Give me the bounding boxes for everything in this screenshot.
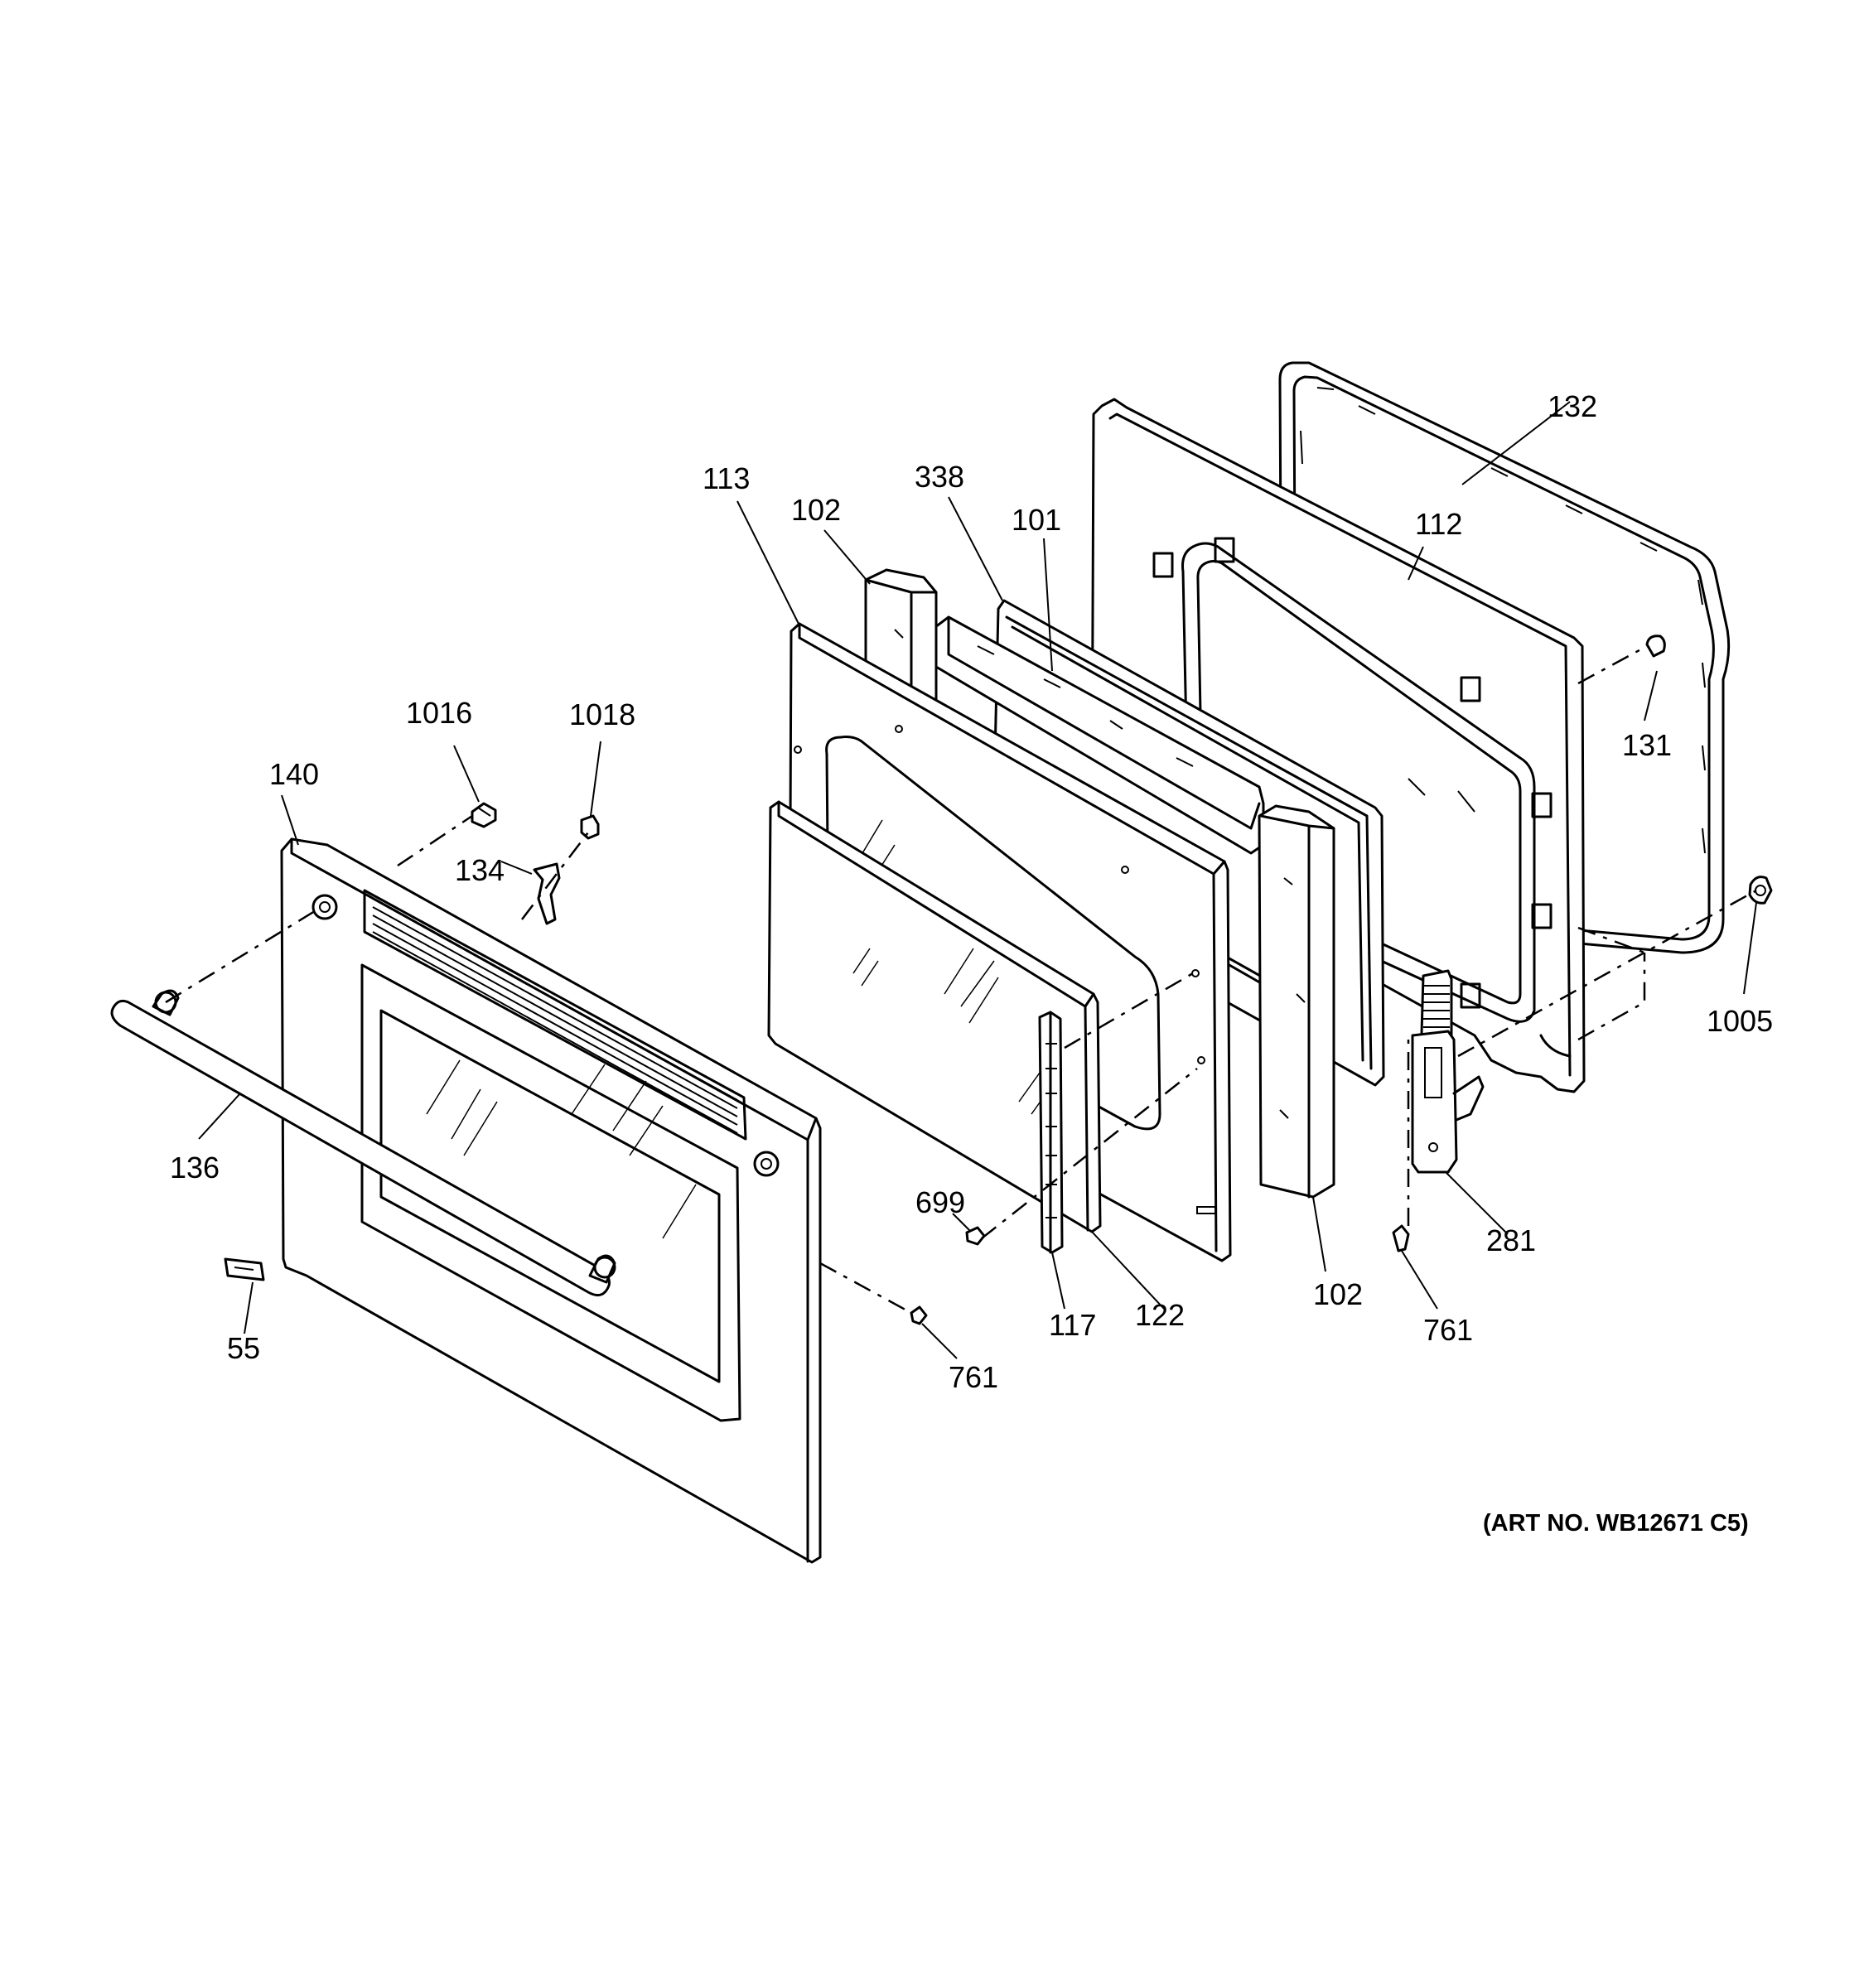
- label-122: 122: [1135, 1298, 1185, 1332]
- door-handle-136: [110, 989, 616, 1297]
- hinge-281: [1411, 969, 1485, 1174]
- inner-door-panel-112: [1090, 398, 1586, 1093]
- label-281: 281: [1486, 1223, 1536, 1257]
- screw-761-left: [910, 1305, 928, 1325]
- label-113: 113: [703, 461, 750, 495]
- label-761-left: 761: [949, 1360, 998, 1394]
- label-1018: 1018: [569, 697, 635, 731]
- label-131: 131: [1622, 728, 1672, 762]
- screw-699: [965, 1226, 986, 1246]
- label-761-right: 761: [1423, 1313, 1473, 1347]
- label-132: 132: [1548, 389, 1597, 423]
- alignment-lines: [165, 644, 1757, 1315]
- screw-1018: [580, 814, 600, 840]
- clip-134: [533, 862, 561, 925]
- outer-door-panel-140: [280, 837, 822, 1564]
- plug-131: [1645, 635, 1666, 658]
- art-number: (ART NO. WB12671 C5): [1483, 1510, 1749, 1537]
- screw-761-right: [1392, 1224, 1410, 1252]
- part-labels: 132 113 102 338 101 112 131 1016 1018 14…: [170, 389, 1773, 1537]
- label-55: 55: [227, 1331, 260, 1365]
- label-102-bottom: 102: [1313, 1277, 1363, 1311]
- label-101: 101: [1012, 503, 1061, 537]
- inner-glass-122: [767, 800, 1102, 1233]
- hinge-channel-117: [1038, 1011, 1064, 1254]
- plug-1005: [1748, 876, 1773, 905]
- label-140: 140: [269, 757, 319, 791]
- label-134: 134: [455, 853, 505, 887]
- insulation-strip-102-right: [1258, 804, 1335, 1199]
- label-112: 112: [1415, 507, 1462, 541]
- badge-55: [224, 1257, 265, 1281]
- label-117: 117: [1049, 1308, 1096, 1342]
- leader-lines: [198, 401, 1757, 1359]
- label-102-top: 102: [791, 493, 841, 527]
- label-136: 136: [170, 1151, 220, 1185]
- label-699: 699: [915, 1185, 965, 1219]
- label-338: 338: [915, 460, 964, 494]
- label-1005: 1005: [1707, 1004, 1773, 1038]
- screw-1016: [471, 802, 497, 828]
- label-1016: 1016: [406, 696, 472, 730]
